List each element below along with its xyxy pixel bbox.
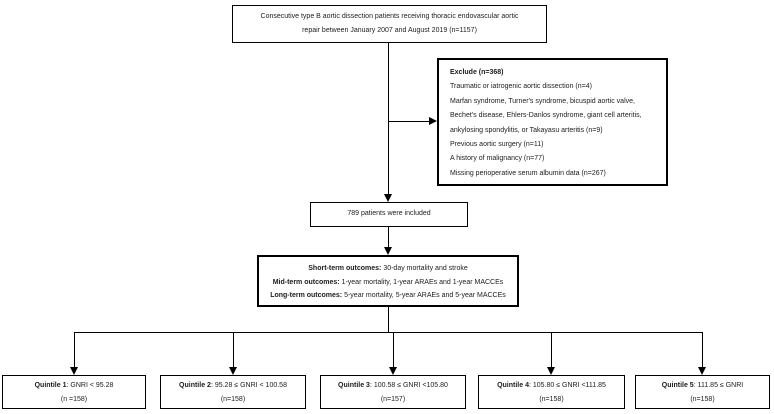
exclude-title: Exclude (n=368) [450, 69, 504, 76]
arrowhead-down-icon [547, 367, 555, 375]
quintile-label: Quintile 3 [338, 382, 370, 389]
arrowhead-down-icon [389, 367, 397, 375]
top-box-line-1: Consecutive type B aortic dissection pat… [260, 13, 519, 20]
connector-quintile-1 [74, 332, 75, 367]
quintile-box-1: Quintile 1: GNRI < 95.28 (n =158) [2, 375, 146, 409]
quintile-box-2: Quintile 2: 95.28 ≤ GNRI < 100.58 (n=158… [160, 375, 306, 409]
outcomes-row-short-term: Short-term outcomes: 30-day mortality an… [259, 262, 517, 276]
exclude-item: Previous aortic surgery (n=11) [450, 141, 544, 149]
arrowhead-down-icon [70, 367, 78, 375]
quintile-label: Quintile 5 [661, 382, 694, 389]
arrowhead-down-icon [698, 367, 706, 375]
outcomes-row-mid-term: Mid-term outcomes: 1-year mortality, 1-y… [259, 276, 517, 290]
outcomes-label: Long-term outcomes: [270, 292, 343, 299]
exclude-item: Missing perioperative serum albumin data… [450, 169, 606, 177]
quintile-range: : 111.85 ≤ GNRI [693, 382, 744, 389]
exclude-item: Bechet's disease, Ehlers-Danlos syndrome… [450, 112, 642, 120]
quintile-label: Quintile 2 [179, 382, 211, 389]
outcomes-label: Short-term outcomes: [308, 265, 382, 272]
exclude-box: Exclude (n=368) Traumatic or iatrogenic … [437, 58, 668, 186]
quintile-label: Quintile 4 [497, 382, 529, 389]
outcomes-row-long-term: Long-term outcomes: 5-year mortality, 5-… [259, 289, 517, 303]
quintile-count: (n=157) [380, 395, 406, 403]
quintile-box-3: Quintile 3: 100.58 ≤ GNRI <105.80 (n=157… [320, 375, 466, 409]
exclude-item: ankylosing spondylitis, or Takayasu arte… [450, 126, 603, 134]
quintile-count: (n=158) [690, 395, 715, 403]
quintile-range: : 100.58 ≤ GNRI <105.80 [369, 382, 448, 389]
outcomes-text: 5-year mortality, 5-year ARAEs and 5-yea… [342, 292, 506, 299]
quintile-criteria: Quintile 3: 100.58 ≤ GNRI <105.80 [321, 379, 465, 393]
connector-quintile-3 [393, 332, 394, 367]
exclude-item: Marfan syndrome, Turner's syndrome, bicu… [450, 97, 635, 105]
split-bar [74, 332, 703, 333]
quintile-criteria: Quintile 5: 111.85 ≤ GNRI [636, 379, 769, 393]
arrowhead-down-icon [384, 247, 392, 255]
outcomes-text: 1-year mortality, 1-year ARAEs and 1-yea… [339, 278, 504, 286]
quintile-range: : 95.28 ≤ GNRI < 100.58 [210, 382, 287, 389]
quintile-label: Quintile 1 [34, 382, 67, 389]
quintile-range: : GNRI < 95.28 [66, 382, 114, 389]
quintile-box-4: Quintile 4: 105.80 ≤ GNRI <111.85 (n=158… [478, 375, 625, 409]
quintile-criteria: Quintile 1: GNRI < 95.28 [3, 379, 145, 393]
outcomes-text: 30-day mortality and stroke [381, 265, 468, 272]
connector-quintile-5 [702, 332, 703, 367]
quintile-range: : 105.80 ≤ GNRI <111.85 [528, 382, 606, 389]
connector-quintile-4 [551, 332, 552, 367]
connector-included-to-outcomes [388, 227, 389, 248]
top-box: Consecutive type B aortic dissection pat… [232, 5, 547, 43]
connector-outcomes-to-split [388, 307, 389, 333]
connector-top-to-included [388, 43, 389, 194]
quintile-criteria: Quintile 4: 105.80 ≤ GNRI <111.85 [479, 379, 624, 393]
arrowhead-down-icon [384, 194, 392, 202]
included-text: 789 patients were included [347, 210, 431, 217]
top-box-line-2: repair between January 2007 and August 2… [302, 27, 477, 34]
arrowhead-right-icon [429, 117, 437, 125]
connector-to-exclude [388, 121, 429, 122]
quintile-count: (n =158) [60, 395, 88, 403]
outcomes-box: Short-term outcomes: 30-day mortality an… [257, 255, 519, 307]
quintile-criteria: Quintile 2: 95.28 ≤ GNRI < 100.58 [161, 379, 305, 393]
included-box: 789 patients were included [310, 202, 468, 227]
connector-quintile-2 [233, 332, 234, 367]
exclude-item: A history of malignancy (n=77) [450, 155, 545, 163]
arrowhead-down-icon [229, 367, 237, 375]
quintile-box-5: Quintile 5: 111.85 ≤ GNRI (n=158) [635, 375, 770, 409]
quintile-count: (n=158) [220, 395, 246, 403]
outcomes-label: Mid-term outcomes: [272, 278, 340, 286]
exclude-item: Traumatic or iatrogenic aortic dissectio… [450, 83, 592, 91]
quintile-count: (n=158) [539, 395, 564, 403]
